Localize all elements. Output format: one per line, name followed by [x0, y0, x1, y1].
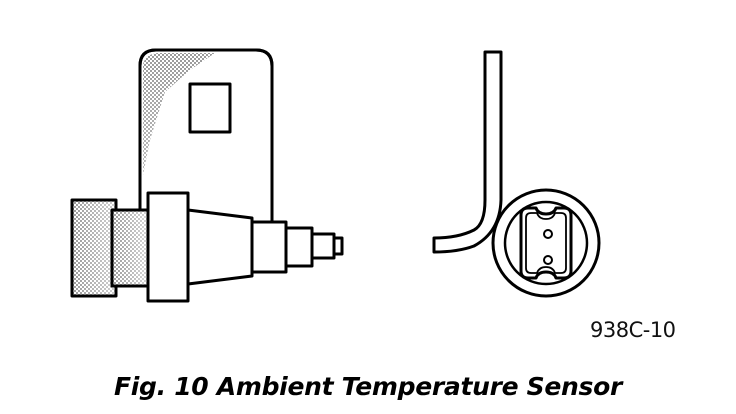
connector-inner-wall: [525, 212, 567, 274]
sensor-collar: [110, 208, 150, 288]
bracket-slot: [188, 82, 232, 134]
sensor-hex-body: [146, 191, 190, 303]
end-view-bracket: [432, 50, 503, 254]
sensor-cap: [70, 198, 118, 298]
figure-caption: Fig. 10 Ambient Temperature Sensor: [113, 372, 623, 401]
sensor-side-view: [70, 48, 344, 303]
sensor-nut: [250, 220, 288, 274]
sensor-tip: [310, 232, 336, 260]
sensor-tip-end: [332, 236, 344, 256]
sensor-taper: [186, 208, 254, 286]
connector-housing: [519, 206, 573, 280]
sensor-sleeve: [284, 226, 314, 268]
sensor-end-view: [432, 50, 601, 298]
figure-code: 938C-10: [590, 318, 676, 342]
mounting-bracket: [138, 48, 274, 226]
connector-terminal-bottom: [543, 255, 553, 265]
connector-terminal-top: [543, 229, 553, 239]
